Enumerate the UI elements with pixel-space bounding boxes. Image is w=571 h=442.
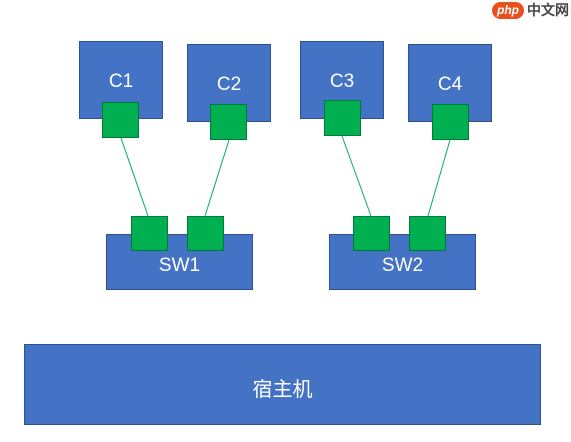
port-c2 [210,104,247,140]
link-c4-sw2 [427,139,451,217]
logo-badge: php [492,1,524,19]
switch-label: SW2 [381,255,424,276]
port-sw2-b [409,216,446,251]
port-sw1-a [131,216,168,251]
switch-sw2: SW2 [329,234,476,290]
link-c1-sw1 [120,137,149,217]
container-label: C3 [329,71,355,92]
link-c3-sw2 [341,135,372,217]
link-c2-sw1 [204,139,230,217]
port-c3 [324,100,361,136]
switch-label: SW1 [158,255,201,276]
port-c1 [102,102,139,138]
switch-sw1: SW1 [106,234,253,290]
container-label: C2 [216,74,242,95]
container-c1: C1 [79,41,163,119]
container-label: C4 [437,74,463,95]
container-label: C1 [108,71,134,92]
logo-text: 中文网 [527,2,569,18]
host-label: 宿主机 [252,379,313,401]
port-sw1-b [187,216,224,251]
host-machine: 宿主机 [24,344,541,425]
port-c4 [432,104,469,140]
php-cn-logo: php 中文网 [492,0,569,20]
port-sw2-a [353,216,390,251]
